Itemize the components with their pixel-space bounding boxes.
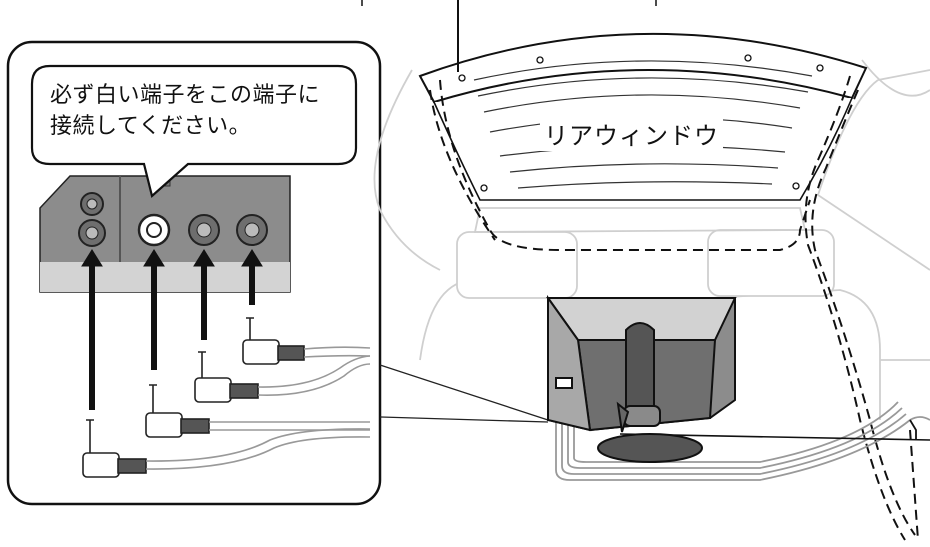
jack-4 bbox=[236, 214, 268, 246]
jack-small-top bbox=[80, 192, 104, 216]
speech-bubble bbox=[30, 64, 358, 199]
wire-clips bbox=[458, 54, 824, 192]
instruction-line-1: 必ず白い端子をこの端子に bbox=[50, 83, 321, 108]
car-interior bbox=[361, 0, 930, 541]
rear-device bbox=[546, 294, 737, 463]
device-cables bbox=[555, 401, 930, 481]
instruction-line-2: 接続してください。 bbox=[50, 114, 252, 139]
wiring-route bbox=[429, 75, 919, 541]
connection-instruction: 必ず白い端子をこの端子に 接続してください。 bbox=[50, 80, 350, 142]
rear-window-label: リアウィンドウ bbox=[540, 116, 723, 151]
jack-1 bbox=[78, 219, 106, 247]
callout-leader-lines bbox=[379, 364, 549, 423]
rear-window-frame bbox=[418, 32, 868, 104]
insert-arrows bbox=[81, 249, 263, 410]
jack-white-target bbox=[137, 213, 171, 247]
jack-3 bbox=[188, 214, 220, 246]
plugs-and-cables bbox=[82, 317, 371, 478]
detail-panel bbox=[6, 40, 382, 506]
